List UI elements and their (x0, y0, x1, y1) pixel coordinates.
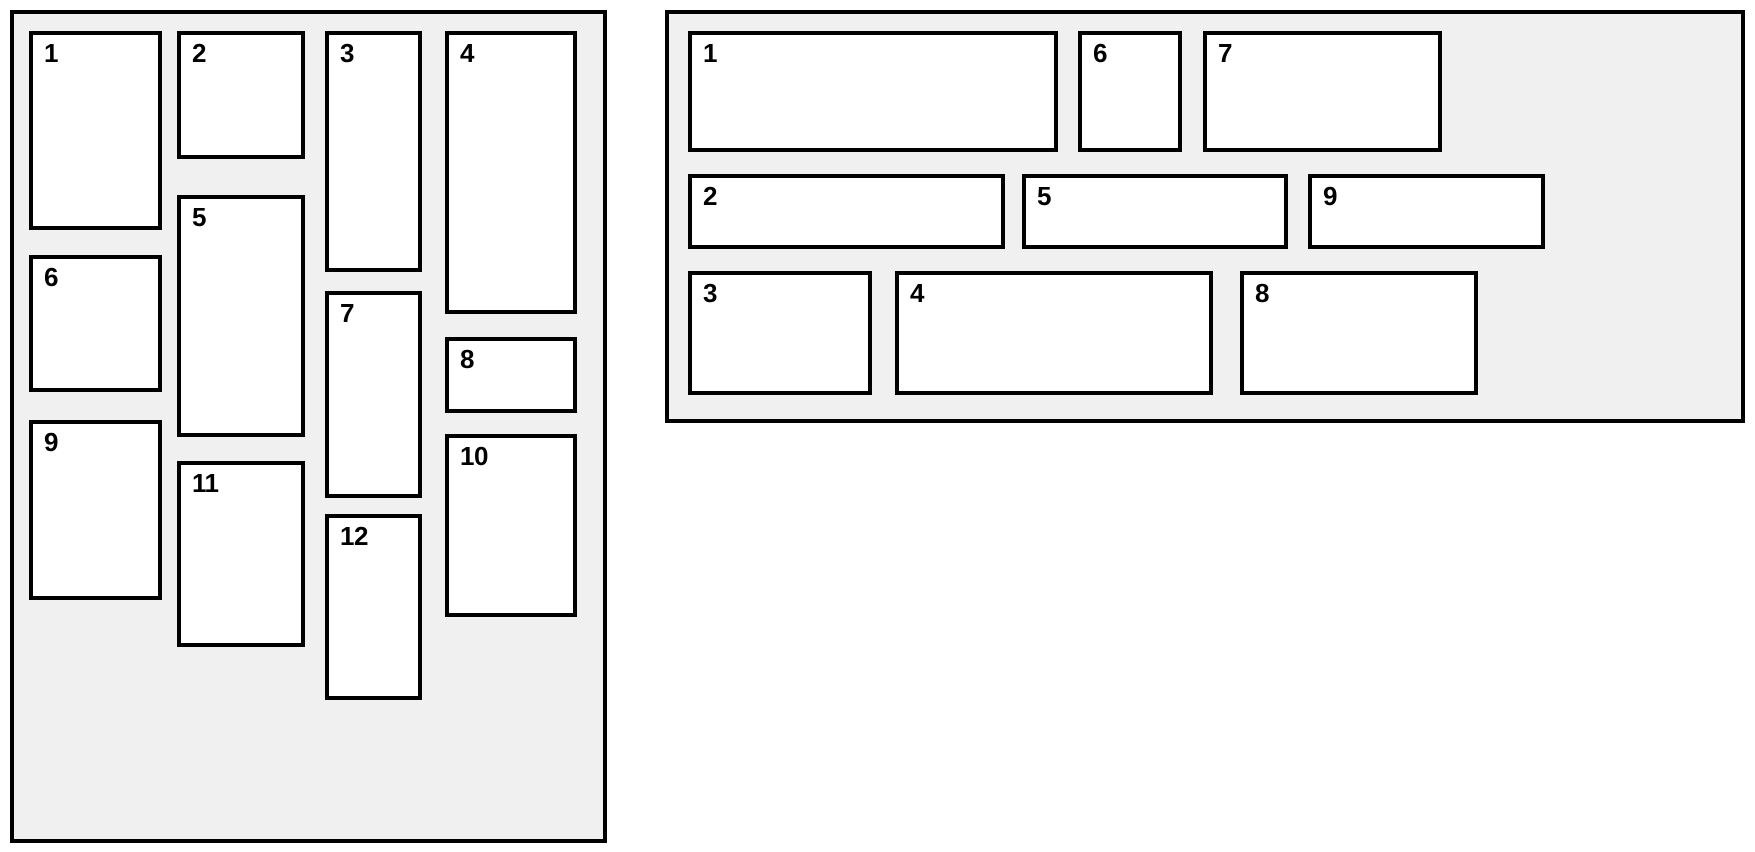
box-4[interactable]: 4 (895, 271, 1213, 395)
box-6[interactable]: 6 (1078, 31, 1182, 152)
box-1[interactable]: 1 (688, 31, 1058, 152)
box-label: 9 (44, 427, 58, 457)
box-12[interactable]: 12 (325, 514, 422, 700)
box-label: 3 (340, 38, 354, 68)
box-label: 10 (460, 441, 488, 471)
box-label: 4 (910, 278, 924, 308)
right-panel: 1 6 7 2 5 9 3 4 8 (665, 10, 1745, 423)
box-label: 5 (1037, 181, 1051, 211)
box-6[interactable]: 6 (29, 255, 162, 392)
box-8[interactable]: 8 (1240, 271, 1478, 395)
box-label: 12 (340, 521, 368, 551)
box-2[interactable]: 2 (177, 31, 305, 159)
box-label: 11 (192, 468, 219, 498)
box-label: 2 (192, 38, 206, 68)
box-5[interactable]: 5 (1022, 174, 1288, 249)
box-1[interactable]: 1 (29, 31, 162, 230)
box-4[interactable]: 4 (445, 31, 577, 314)
box-2[interactable]: 2 (688, 174, 1005, 249)
box-label: 7 (1218, 38, 1232, 68)
box-8[interactable]: 8 (445, 337, 577, 413)
box-label: 2 (703, 181, 717, 211)
box-label: 3 (703, 278, 717, 308)
box-7[interactable]: 7 (1203, 31, 1442, 152)
box-3[interactable]: 3 (688, 271, 872, 395)
box-label: 1 (703, 38, 717, 68)
box-label: 6 (1093, 38, 1107, 68)
box-5[interactable]: 5 (177, 195, 305, 437)
box-7[interactable]: 7 (325, 291, 422, 498)
box-label: 9 (1323, 181, 1337, 211)
box-label: 8 (460, 344, 474, 374)
box-11[interactable]: 11 (177, 461, 305, 647)
box-10[interactable]: 10 (445, 434, 577, 617)
box-label: 1 (44, 38, 58, 68)
box-label: 4 (460, 38, 474, 68)
box-9[interactable]: 9 (1308, 174, 1545, 249)
box-9[interactable]: 9 (29, 420, 162, 600)
box-label: 6 (44, 262, 58, 292)
box-label: 8 (1255, 278, 1269, 308)
box-3[interactable]: 3 (325, 31, 422, 272)
box-label: 7 (340, 298, 354, 328)
box-label: 5 (192, 202, 206, 232)
